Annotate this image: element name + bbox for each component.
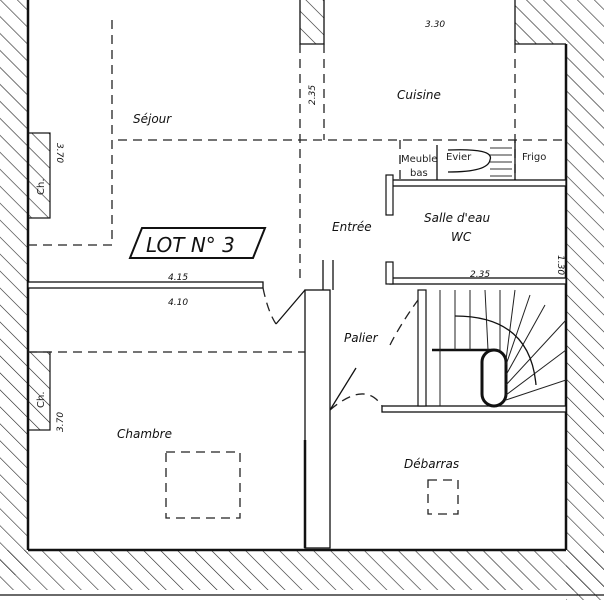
dashed-divisions [28, 20, 566, 519]
dim-chambre-width: 4.10 [168, 298, 188, 308]
room-salle-eau: Salle d'eau [424, 211, 490, 225]
chimney-top [27, 132, 51, 219]
staircase [432, 289, 567, 408]
chimney-bottom-label: Ch. [36, 392, 47, 409]
interior-walls [27, 174, 567, 549]
dim-salle-eau-depth: 1.30 [555, 255, 565, 275]
dim-cuisine-width: 3.30 [425, 20, 445, 30]
dim-cuisine-depth: 2.35 [308, 85, 318, 105]
dim-chambre-depth: 3.70 [56, 412, 66, 432]
dim-sejour-width: 4.15 [168, 273, 188, 283]
room-wc: WC [451, 230, 472, 244]
lot-label-box [128, 227, 267, 259]
kitchen-fixtures [436, 140, 516, 180]
room-palier: Palier [344, 331, 379, 345]
room-chambre: Chambre [117, 427, 172, 441]
chimney-top-label: Ch. [36, 179, 47, 196]
meuble-bas-label-1: Meuble [401, 154, 437, 165]
chimney-bottom [27, 351, 51, 431]
room-entree: Entrée [332, 220, 372, 234]
lot-label: LOT N° 3 [146, 233, 235, 257]
meuble-bas-label-2: bas [410, 168, 428, 179]
doors [262, 287, 419, 411]
evier-label: Evier [446, 152, 472, 163]
frigo-label: Frigo [522, 152, 546, 163]
room-sejour: Séjour [133, 112, 172, 126]
room-cuisine: Cuisine [397, 88, 441, 102]
dim-salle-eau-width: 2.35 [470, 270, 490, 280]
room-debarras: Débarras [404, 457, 459, 471]
dim-sejour-depth: 3.70 [54, 143, 64, 163]
